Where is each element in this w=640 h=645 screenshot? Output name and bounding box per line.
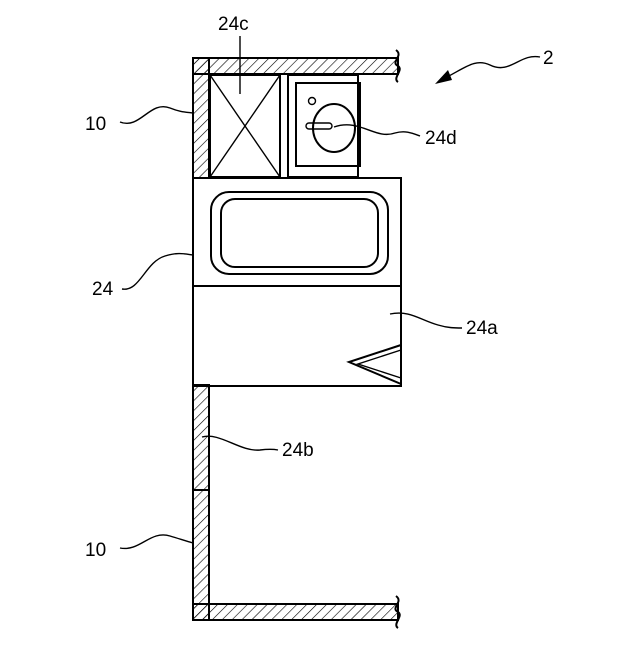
washing-area-24a: [193, 286, 401, 386]
leader-24b: [202, 436, 278, 450]
leader-24: [122, 254, 193, 290]
arrow-2: [445, 57, 540, 78]
label-10-bottom: 10: [85, 540, 106, 561]
bathtub-unit-24: [193, 178, 401, 286]
label-24b: 24b: [282, 440, 314, 461]
label-2: 2: [543, 48, 554, 69]
label-24: 24: [92, 279, 114, 300]
leader-24d: [334, 125, 420, 136]
label-10-top: 10: [85, 114, 106, 135]
arrow-2-head: [435, 70, 452, 84]
washbasin-24d: [288, 75, 360, 177]
bottom-wall: [193, 604, 398, 620]
left-wall-lower: [193, 385, 209, 620]
leader-lines: [120, 36, 540, 548]
box-24c: [210, 75, 280, 177]
leader-10-top: [120, 107, 193, 124]
label-24d: 24d: [425, 128, 457, 149]
leader-10-bottom: [120, 535, 193, 549]
top-wall: [193, 58, 398, 74]
label-24c: 24c: [218, 14, 249, 35]
left-wall-upper: [193, 58, 209, 178]
label-24a: 24a: [466, 318, 498, 339]
